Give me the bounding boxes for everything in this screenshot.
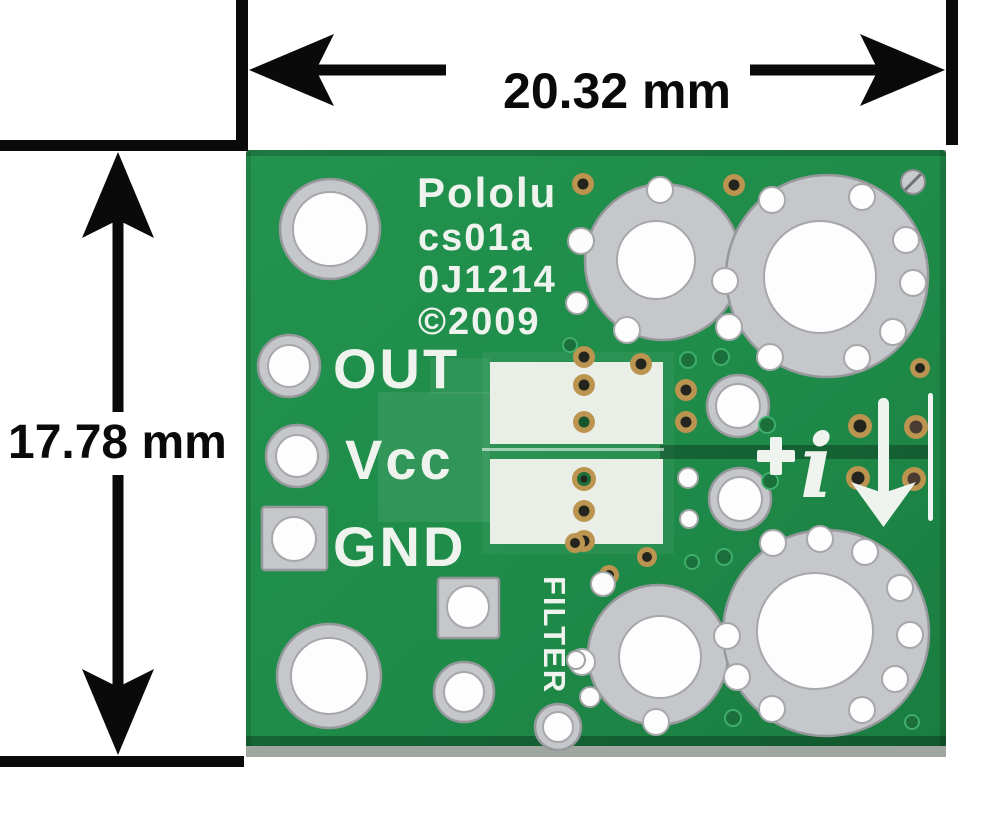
extension-line-left bbox=[236, 0, 248, 151]
bottom-small-pad bbox=[533, 702, 583, 752]
footprint-pad-top bbox=[490, 362, 663, 444]
current-arrow-down-icon bbox=[851, 482, 916, 527]
serial-label: 0J1214 bbox=[418, 259, 557, 301]
dimension-shaft bbox=[112, 475, 124, 687]
extension-line-right bbox=[946, 0, 958, 145]
height-dimension-label: 17.78 mm bbox=[8, 416, 227, 469]
filter-pad-round bbox=[432, 660, 496, 724]
board-edge-left bbox=[246, 150, 251, 757]
mounting-hole-top-left bbox=[278, 177, 382, 281]
gnd-label: GND bbox=[333, 515, 466, 578]
cluster-ring-holes bbox=[613, 176, 927, 372]
sense-pad-lower bbox=[707, 466, 773, 532]
arrow-left-icon bbox=[249, 34, 334, 106]
board-edge-bevel bbox=[246, 746, 946, 757]
extension-line-bottom bbox=[0, 756, 244, 767]
cluster-ring-holes bbox=[568, 525, 924, 736]
trace-line bbox=[482, 448, 664, 451]
silkscreen-text-block: Pololu cs01a 0J1214 ©2009 bbox=[417, 169, 557, 343]
pin-pad-gnd bbox=[260, 505, 329, 572]
edge-slot-highlight bbox=[928, 393, 933, 521]
board-edge-top bbox=[246, 150, 946, 156]
pin-pad-vcc bbox=[264, 423, 330, 489]
arrow-down-icon bbox=[82, 669, 154, 755]
dimension-shaft bbox=[316, 64, 446, 76]
plus-icon bbox=[770, 437, 782, 475]
sense-pad-upper bbox=[705, 373, 771, 439]
current-symbol: i bbox=[800, 414, 833, 518]
filter-label: FILTER bbox=[537, 576, 572, 694]
dimension-shaft bbox=[750, 64, 878, 76]
pcb-board: Pololu cs01a 0J1214 ©2009 OUT Vcc GND FI… bbox=[246, 150, 946, 757]
current-pad-cluster-bottom bbox=[568, 525, 931, 738]
mounting-hole-bottom-left bbox=[275, 622, 383, 730]
via-field bbox=[562, 169, 930, 730]
board-code-label: cs01a bbox=[418, 217, 534, 259]
extension-line-top bbox=[0, 140, 248, 151]
isolation-band bbox=[660, 445, 932, 459]
dimension-shaft bbox=[112, 220, 124, 412]
current-direction-marking: i bbox=[757, 398, 916, 527]
width-dimension-label: 20.32 mm bbox=[503, 63, 731, 119]
board-edge-right bbox=[940, 150, 946, 757]
pin-pad-out bbox=[256, 333, 322, 399]
arrow-right-icon bbox=[860, 34, 945, 106]
out-label: OUT bbox=[333, 337, 460, 400]
width-dimension: 20.32 mm bbox=[236, 0, 958, 151]
copyright-label: ©2009 bbox=[418, 301, 541, 343]
board-edge-bottom bbox=[246, 736, 946, 747]
arrow-up-icon bbox=[82, 152, 154, 238]
height-dimension: 17.78 mm bbox=[0, 140, 248, 767]
current-arrow-shaft bbox=[878, 398, 889, 495]
brand-label: Pololu bbox=[417, 169, 557, 216]
filter-pad-square bbox=[436, 576, 501, 640]
current-pad-cluster-top bbox=[583, 173, 930, 379]
vcc-label: Vcc bbox=[345, 428, 454, 491]
